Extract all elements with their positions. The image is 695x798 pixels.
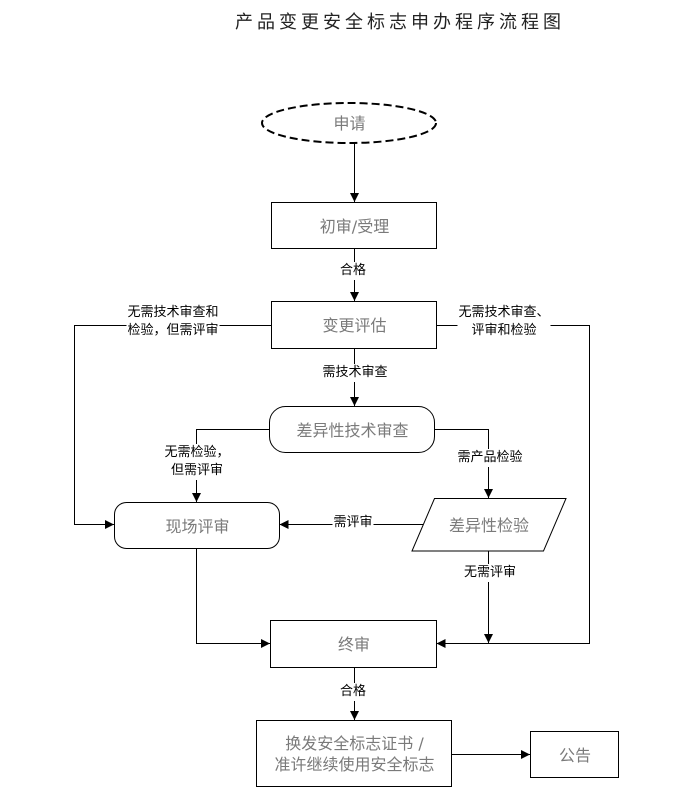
node-onsite-review: 现场评审 xyxy=(165,516,230,536)
node-shape-final-review xyxy=(270,620,437,668)
node-issue-certificate: 换发安全标志证书 / 准许继续使用安全标志 xyxy=(257,721,452,787)
node-issue-certificate-line-2: 准许继续使用安全标志 xyxy=(274,755,435,774)
edge-label-line: 无需检验， xyxy=(164,445,230,460)
edge-label-test-to-final: 无需评审 xyxy=(462,564,518,582)
edge-label-evaluation-to-final: 无需技术审查、 评审和检验 xyxy=(457,304,551,340)
edge-label-line: 检验，但需评审 xyxy=(127,323,219,338)
connector-evaluation-to-onsite xyxy=(74,325,272,529)
node-shape-change-evaluation xyxy=(271,301,437,349)
node-shape-issue-certificate xyxy=(256,720,452,787)
node-difference-test: 差异性检验 xyxy=(448,515,529,535)
edge-label-final-to-issue: 合格 xyxy=(338,683,368,701)
edge-label-initial-to-evaluation: 合格 xyxy=(338,262,368,280)
node-change-evaluation: 变更评估 xyxy=(322,316,387,335)
node-final-review: 终审 xyxy=(337,635,370,654)
edge-label-line: 无需技术审查、 xyxy=(458,305,550,320)
edge-label-evaluation-to-onsite: 无需技术审查和 检验，但需评审 xyxy=(126,304,220,340)
edge-label-line: 但需评审 xyxy=(170,463,224,478)
edge-label-line: 无需技术审查和 xyxy=(127,305,219,320)
node-tech-review: 差异性技术审查 xyxy=(296,420,409,440)
edge-label-tech-review-to-onsite: 无需检验， 但需评审 xyxy=(163,444,231,480)
edge-label-test-to-onsite: 需评审 xyxy=(332,514,374,532)
edge-label-tech-review-to-test: 需产品检验 xyxy=(456,449,524,467)
edge-label-evaluation-to-tech-review: 需技术审查 xyxy=(321,364,389,382)
edge-label-line: 评审和检验 xyxy=(471,323,537,338)
node-apply: 申请 xyxy=(333,113,366,133)
node-shape-apply xyxy=(261,102,437,144)
connector-tech-review-to-test xyxy=(434,429,493,498)
node-shape-difference-test xyxy=(411,498,567,552)
node-shape-initial-review xyxy=(271,202,437,249)
node-shape-announcement xyxy=(530,731,619,778)
connector-evaluation-to-final xyxy=(436,325,590,648)
node-issue-certificate-line-1: 换发安全标志证书 / xyxy=(285,734,424,753)
diagram-title: 产品变更安全标志申办程序流程图 xyxy=(235,12,565,33)
node-initial-review: 初审/受理 xyxy=(319,216,390,236)
connector-onsite-to-final xyxy=(196,548,270,648)
node-announcement: 公告 xyxy=(558,745,591,765)
